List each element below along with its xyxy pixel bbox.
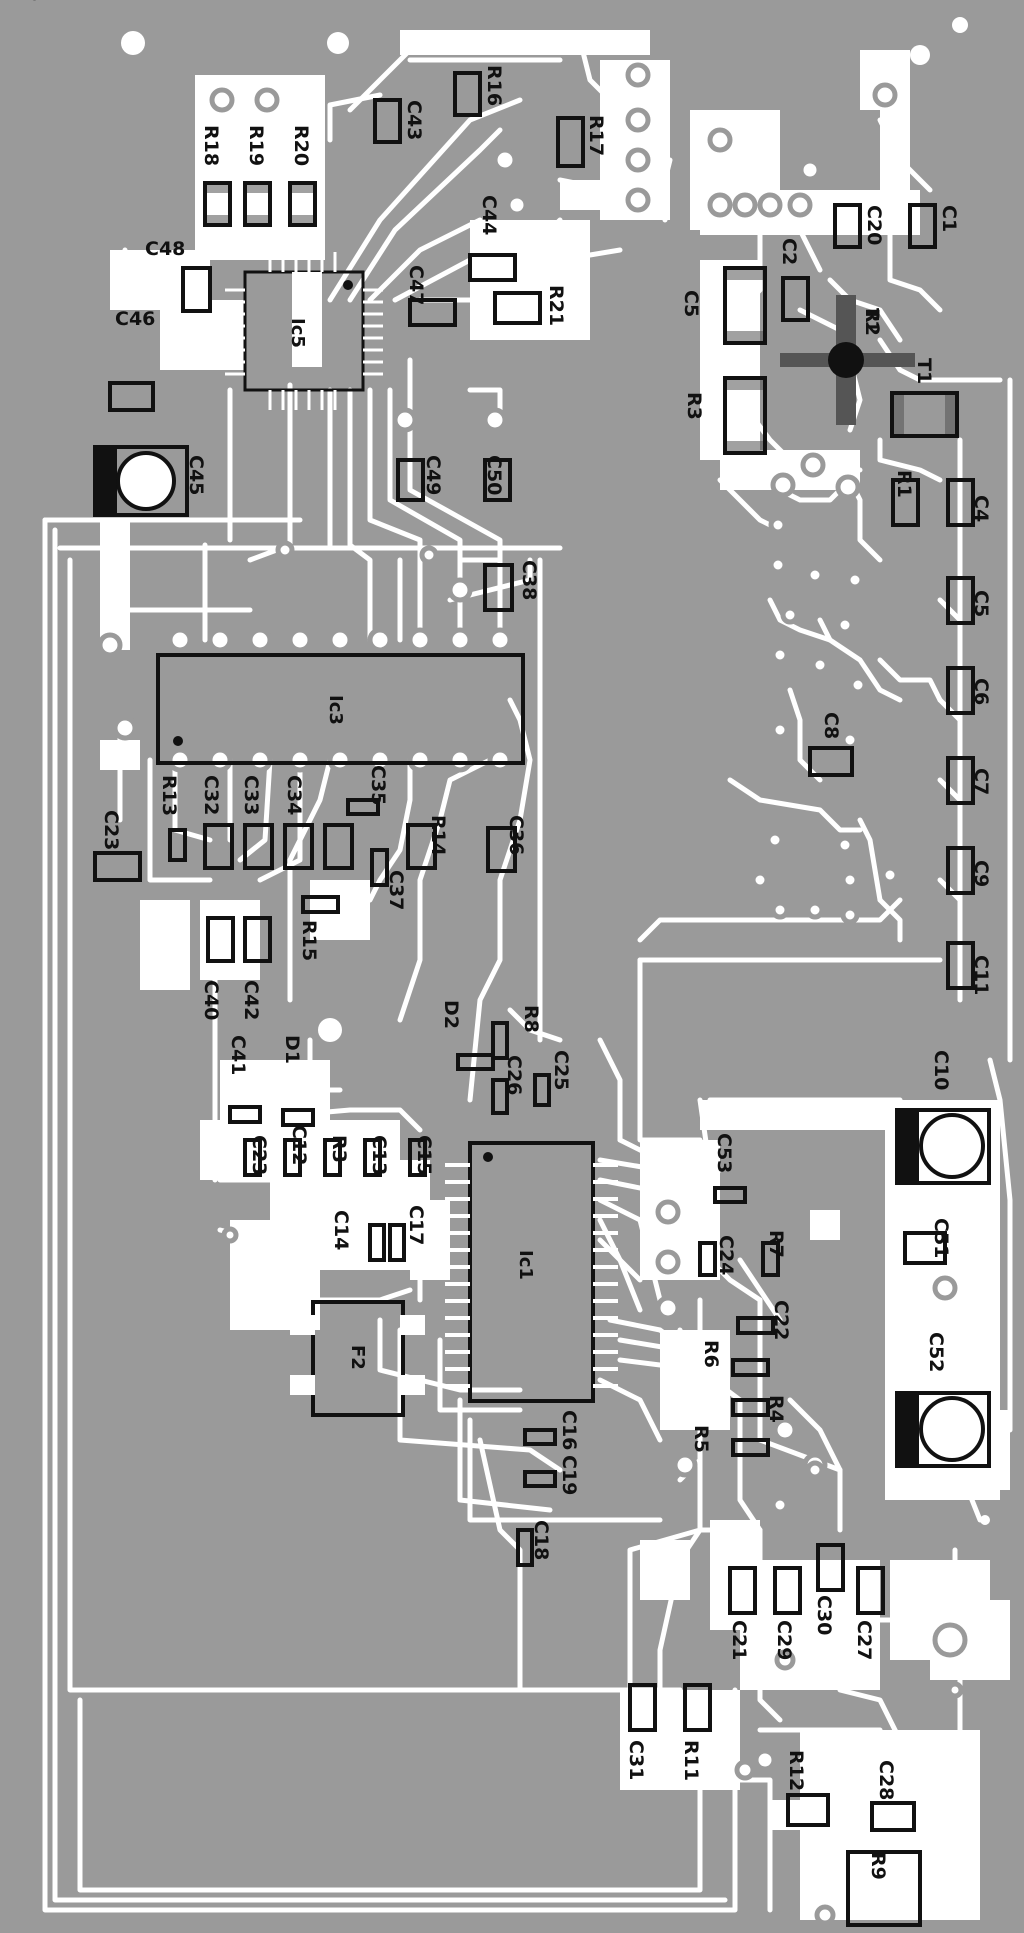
component-label-c38: C38 (518, 560, 540, 600)
component-label-c2: C2 (778, 238, 800, 265)
component-label-c47: C47 (405, 265, 427, 305)
mounting-holes (121, 17, 990, 1525)
ic3-label: Ic3 (325, 695, 346, 725)
component-label-r6: R6 (700, 1340, 722, 1368)
component-label-c26: C26 (503, 1055, 525, 1095)
component-label-r15: R15 (298, 920, 320, 961)
component-label-r7: R7 (765, 1230, 787, 1258)
component-label-r9: R9 (867, 1852, 889, 1880)
component-label-d2: D2 (440, 1000, 462, 1029)
component-label-c14: C14 (330, 1210, 352, 1250)
component-label-c43: C43 (403, 100, 425, 140)
component-label-r14: R14 (427, 815, 449, 856)
component-label-r21: R21 (545, 285, 567, 326)
component-label-c49: C49 (422, 455, 444, 495)
component-label-r11: R11 (680, 1740, 702, 1781)
ic-labels: Ic5 Ic3 Ic1 F2 T1 (287, 308, 882, 1370)
component-label-c24: C24 (715, 1235, 737, 1275)
smd-components (93, 71, 975, 1832)
component-label-c19: C19 (558, 1455, 580, 1495)
ic1-pins (445, 1163, 618, 1388)
component-label-c51: C51 (930, 1218, 952, 1258)
component-label-c23: C23 (248, 1135, 270, 1175)
ic1-label: Ic1 (515, 1250, 536, 1280)
component-label-c37: C37 (385, 870, 407, 910)
component-label-c41: C41 (227, 1035, 249, 1075)
component-label-r1: R1 (893, 470, 915, 498)
component-label-r4: R4 (765, 1395, 787, 1423)
ic5-centre (292, 272, 322, 367)
component-label-c33: C33 (240, 775, 262, 815)
component-label-c5: C5 (680, 290, 702, 317)
component-label-c35: C35 (367, 765, 389, 805)
component-label-r16: R16 (483, 65, 505, 106)
component-label-c29: C29 (773, 1620, 795, 1660)
component-label-c7: C7 (970, 768, 992, 795)
component-label-c6: C6 (970, 678, 992, 705)
component-label-c32: C32 (200, 775, 222, 815)
f2-label: F2 (347, 1345, 368, 1370)
component-label-c17: C17 (405, 1205, 427, 1245)
component-label-d1: D1 (281, 1035, 303, 1064)
ic5-label: Ic5 (287, 318, 308, 348)
component-label-r20: R20 (290, 125, 312, 166)
component-label-r19: R19 (245, 125, 267, 166)
smd-pad-fill (207, 185, 955, 451)
component-label-r10: R10 (0, 0, 41, 5)
component-label-c48: C48 (145, 238, 185, 260)
component-label-c23: C23 (100, 810, 122, 850)
f2-pads (290, 1315, 425, 1395)
component-label-c28: C28 (875, 1760, 897, 1800)
t1-label: T1 (861, 308, 882, 333)
component-label-c46: C46 (115, 308, 155, 330)
component-label-c13: C13 (368, 1135, 390, 1175)
component-label-c10: C10 (930, 1050, 952, 1090)
component-label-r18: R18 (200, 125, 222, 166)
component-label-t1: T1 (913, 358, 935, 384)
component-label-c27: C27 (853, 1620, 875, 1660)
ic5-pins (225, 252, 383, 410)
component-label-r3: R3 (328, 1135, 350, 1163)
component-label-c21: C21 (728, 1620, 750, 1660)
component-label-c40: C40 (200, 980, 222, 1020)
through-hole-pads (97, 62, 968, 1926)
component-label-c44: C44 (478, 195, 500, 235)
component-label-c45: C45 (185, 455, 207, 495)
component-label-r17: R17 (585, 115, 607, 156)
component-label-c8: C8 (820, 712, 842, 739)
component-label-c9: C9 (970, 860, 992, 887)
component-label-c31: C31 (625, 1740, 647, 1780)
component-label-c50: C50 (483, 455, 505, 495)
component-label-c20: C20 (863, 205, 885, 245)
component-label-c22: C22 (770, 1300, 792, 1340)
component-label-c34: C34 (283, 775, 305, 815)
pin1-markers (173, 280, 493, 1162)
component-label-c11: C11 (970, 955, 992, 995)
component-label-c1: C1 (938, 205, 960, 232)
transistor-t1 (780, 295, 915, 425)
component-label-c15: C15 (413, 1135, 435, 1175)
component-label-c30: C30 (813, 1595, 835, 1635)
component-label-c4: C4 (970, 495, 992, 522)
component-label-c36: C36 (505, 815, 527, 855)
component-label-r8: R8 (520, 1005, 542, 1033)
electrolytic-caps (95, 447, 985, 1466)
component-label-c5: C5 (970, 590, 992, 617)
component-label-r13: R13 (158, 775, 180, 816)
component-label-c25: C25 (550, 1050, 572, 1090)
component-label-r3: R3 (683, 392, 705, 420)
component-label-r12: R12 (785, 1750, 807, 1791)
component-label-c16: C16 (558, 1410, 580, 1450)
component-label-c52: C52 (925, 1332, 947, 1372)
component-label-r2: R2 (861, 308, 883, 336)
component-label-c12: C12 (288, 1125, 310, 1165)
component-label-r5: R5 (690, 1425, 712, 1453)
component-label-c18: C18 (530, 1520, 552, 1560)
component-label-c53: C53 (713, 1133, 735, 1173)
component-label-c42: C42 (240, 980, 262, 1020)
